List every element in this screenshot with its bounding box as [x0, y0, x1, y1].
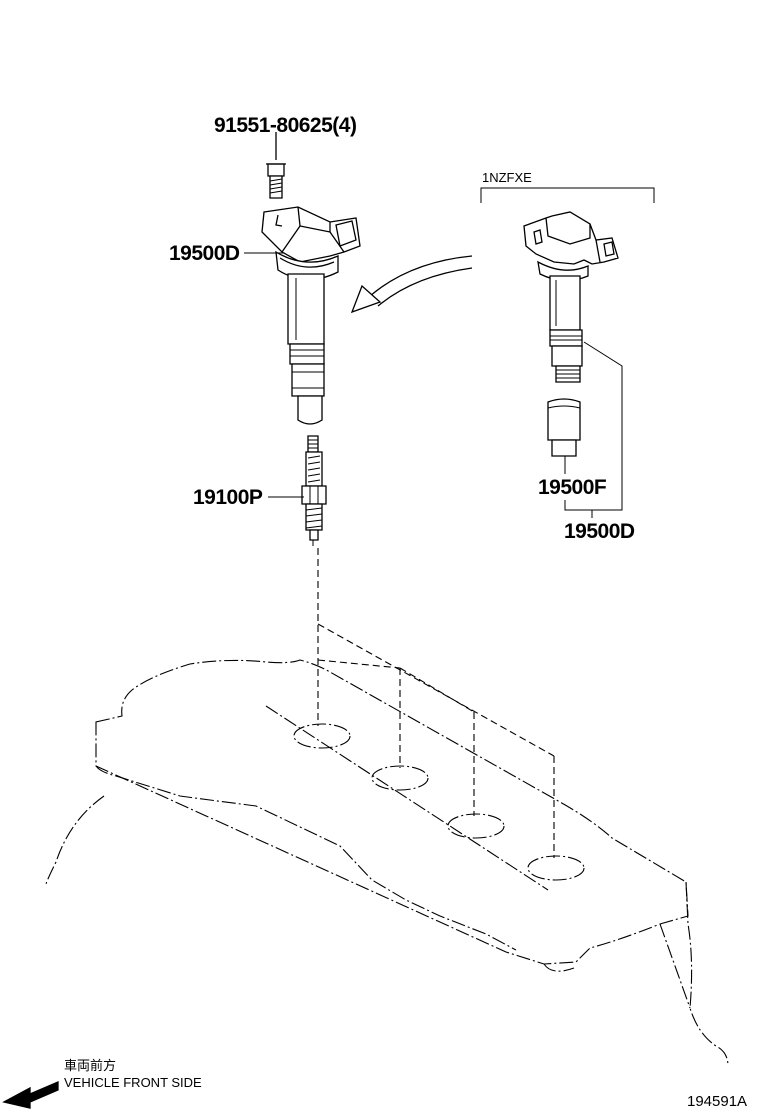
curved-arrow-icon — [350, 255, 473, 314]
engine-head-outline — [45, 659, 729, 1067]
variant-bracket — [480, 187, 655, 203]
ignition-coil-part-number[interactable]: 19500D — [169, 242, 240, 265]
spark-plug-drawing — [301, 435, 327, 546]
coil-assembly-part-number[interactable]: 19500D — [564, 520, 635, 543]
variant-coil-drawing — [523, 211, 619, 457]
ignition-coil-drawing — [261, 206, 361, 425]
variant-boot-leader — [564, 456, 592, 511]
coil-boot-part-number[interactable]: 19500F — [538, 476, 607, 499]
vehicle-front-japanese: 車両前方 — [64, 1059, 117, 1074]
variant-assembly-leader — [583, 341, 623, 518]
alignment-dashed-lines — [317, 548, 555, 858]
bolt-part-number[interactable]: 91551-80625(4) — [214, 114, 357, 137]
diagram-id: 194591A — [687, 1093, 748, 1110]
spark-plug-part-number[interactable]: 19100P — [193, 486, 263, 509]
bolt-drawing — [266, 132, 286, 199]
front-direction-arrow-icon — [2, 1081, 59, 1109]
vehicle-front-english: VEHICLE FRONT SIDE — [64, 1075, 202, 1090]
engine-variant-label: 1NZFXE — [482, 170, 532, 185]
